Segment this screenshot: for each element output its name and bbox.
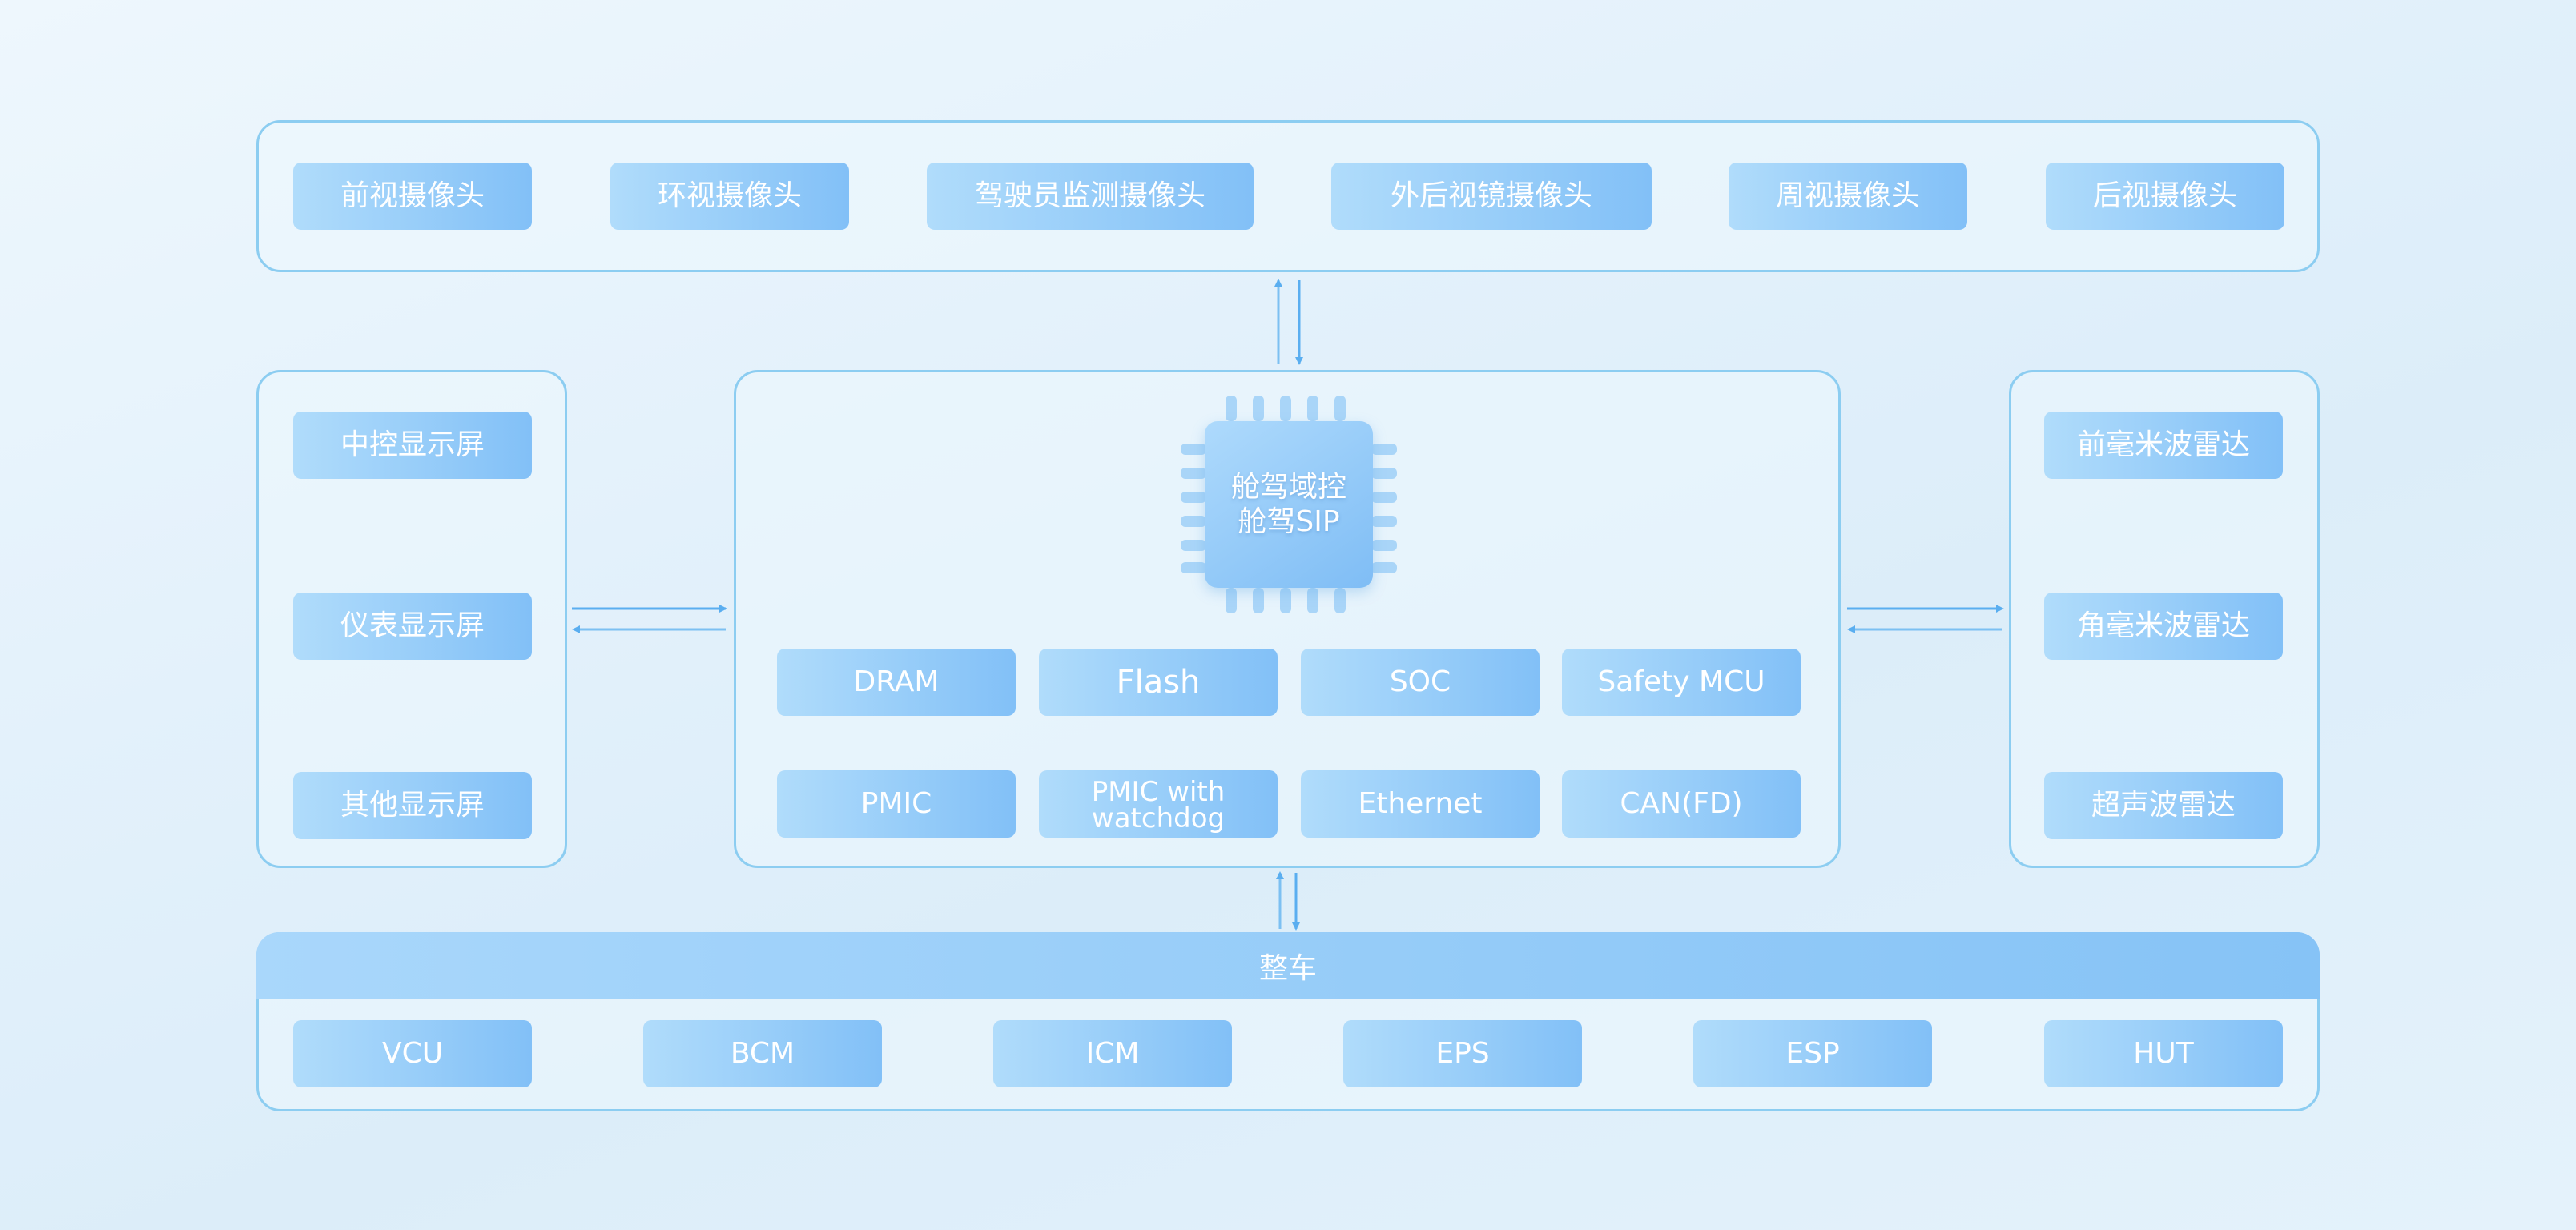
camera-side-mirror: 外后视镜摄像头 <box>1331 163 1652 230</box>
component-dram: DRAM <box>777 649 1016 716</box>
component-pmic-watchdog: PMIC with watchdog <box>1039 770 1278 838</box>
component-pmic: PMIC <box>777 770 1016 838</box>
component-safety-mcu: Safety MCU <box>1562 649 1801 716</box>
chip-label-line1: 舱驾域控 <box>1230 470 1346 504</box>
radar-front-mmwave: 前毫米波雷达 <box>2044 412 2283 479</box>
display-other: 其他显示屏 <box>293 772 532 839</box>
vehicle-unit-hut: HUT <box>2044 1020 2283 1087</box>
camera-driver-monitor: 驾驶员监测摄像头 <box>927 163 1254 230</box>
camera-surround: 环视摄像头 <box>610 163 849 230</box>
display-center-console: 中控显示屏 <box>293 412 532 479</box>
chip-label-line2: 舱驾SIP <box>1238 505 1340 538</box>
chip-body: 舱驾域控 舱驾SIP <box>1205 421 1373 588</box>
vehicle-unit-bcm: BCM <box>643 1020 882 1087</box>
camera-rear: 后视摄像头 <box>2046 163 2284 230</box>
camera-front: 前视摄像头 <box>293 163 532 230</box>
component-ethernet: Ethernet <box>1301 770 1540 838</box>
component-soc: SOC <box>1301 649 1540 716</box>
camera-peripheral: 周视摄像头 <box>1729 163 1967 230</box>
radar-corner-mmwave: 角毫米波雷达 <box>2044 593 2283 660</box>
component-flash: Flash <box>1039 649 1278 716</box>
camera-panel <box>256 120 2320 272</box>
vehicle-unit-vcu: VCU <box>293 1020 532 1087</box>
vehicle-title-bar: 整车 <box>256 932 2320 999</box>
display-instrument: 仪表显示屏 <box>293 593 532 660</box>
vehicle-unit-eps: EPS <box>1343 1020 1582 1087</box>
vehicle-unit-esp: ESP <box>1693 1020 1932 1087</box>
component-can-fd: CAN(FD) <box>1562 770 1801 838</box>
vehicle-unit-icm: ICM <box>993 1020 1232 1087</box>
radar-ultrasonic: 超声波雷达 <box>2044 772 2283 839</box>
